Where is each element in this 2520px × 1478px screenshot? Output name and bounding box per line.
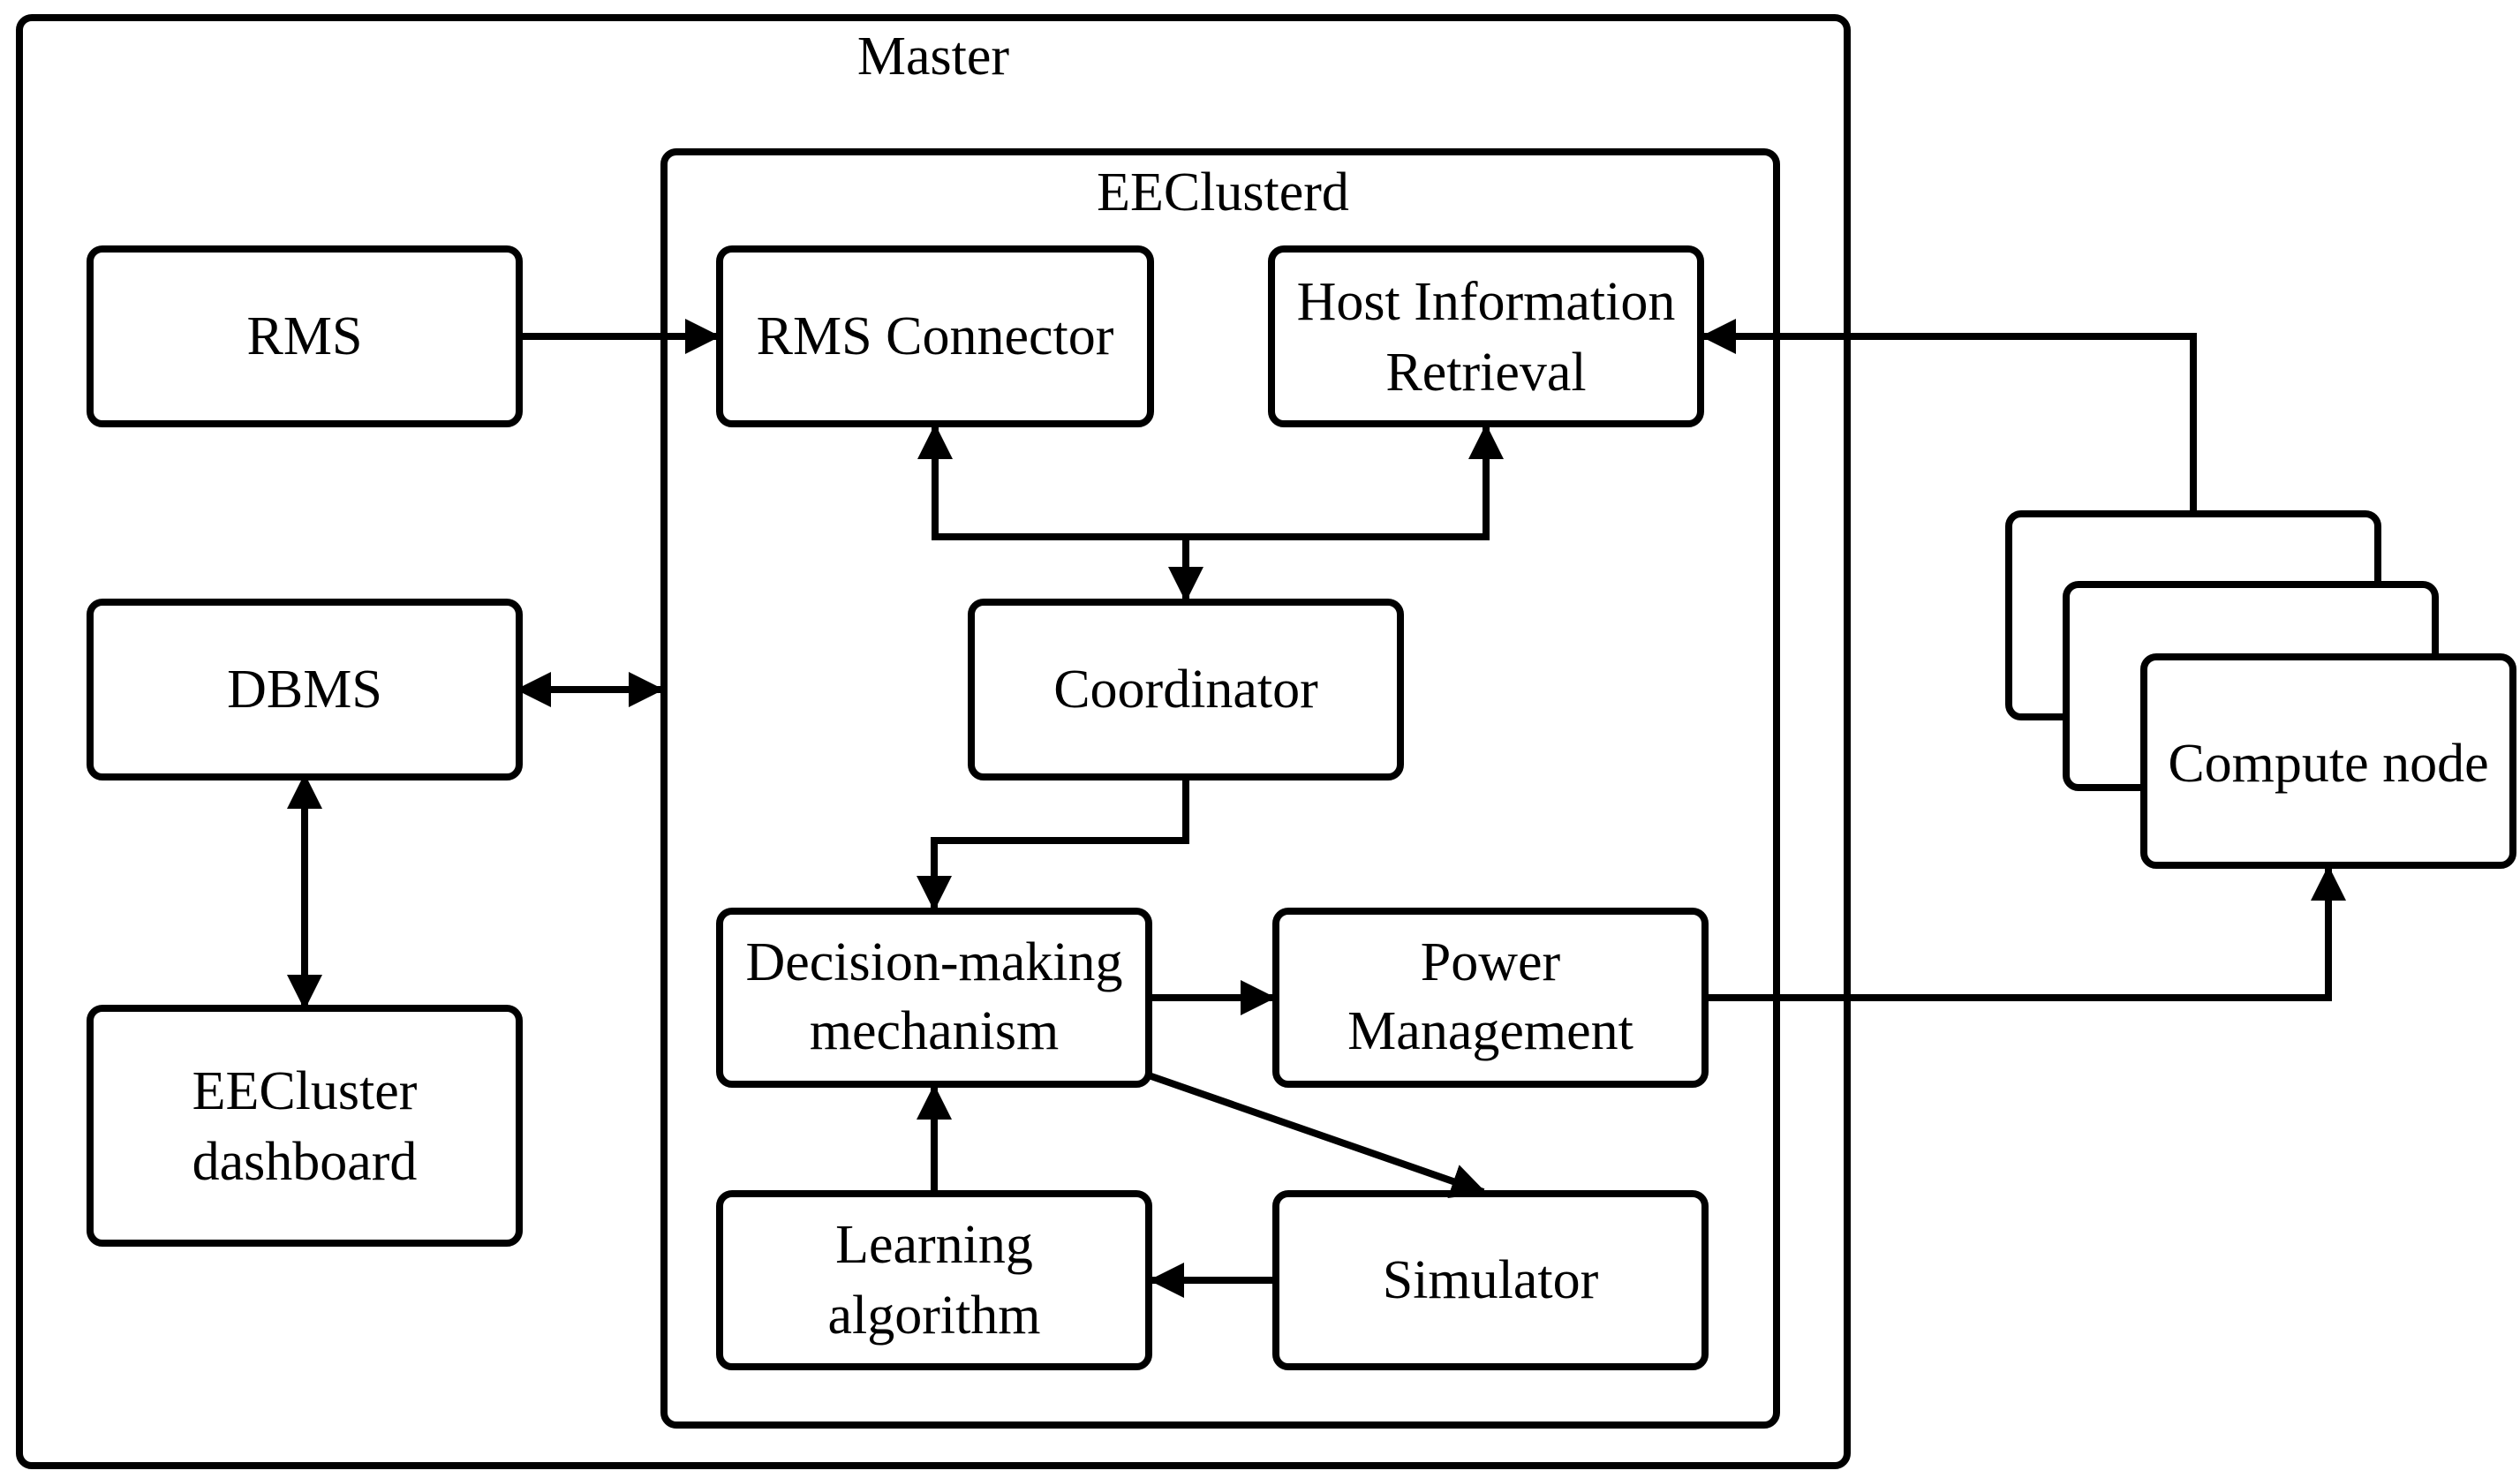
arrow-connector-hostinfo-bus xyxy=(917,424,1504,540)
dbms-label: DBMS xyxy=(227,660,382,720)
host-info-label-line1: Host Information xyxy=(1297,272,1676,332)
arrow-power-to-compute xyxy=(1705,865,2346,1001)
dashboard-label-line1: EECluster xyxy=(192,1061,418,1121)
arrow-coordinator-to-decision xyxy=(917,777,1189,911)
dashboard-node xyxy=(87,1005,523,1247)
eeclusterd-label: EEClusterd xyxy=(1097,162,1349,222)
power-label-line2: Management xyxy=(1347,1001,1633,1061)
compute-node-label: Compute node xyxy=(2168,734,2488,794)
host-info-label-line2: Retrieval xyxy=(1385,343,1586,403)
rms-connector-label: RMS Connector xyxy=(757,306,1114,366)
dashboard-label-line2: dashboard xyxy=(192,1132,418,1192)
rms-label: RMS xyxy=(247,306,363,366)
power-label-line1: Power xyxy=(1421,932,1561,992)
learning-label-line1: Learning xyxy=(835,1215,1033,1275)
master-label: Master xyxy=(857,26,1010,87)
learning-label-line2: algorithm xyxy=(827,1286,1040,1346)
decision-label-line1: Decision-making xyxy=(745,932,1122,992)
decision-label-line2: mechanism xyxy=(810,1001,1059,1061)
simulator-label: Simulator xyxy=(1383,1250,1599,1310)
arrow-compute-to-hostinfo xyxy=(1701,319,2197,514)
coordinator-label: Coordinator xyxy=(1053,660,1318,720)
arrow-decision-to-simulator xyxy=(1147,1072,1487,1199)
